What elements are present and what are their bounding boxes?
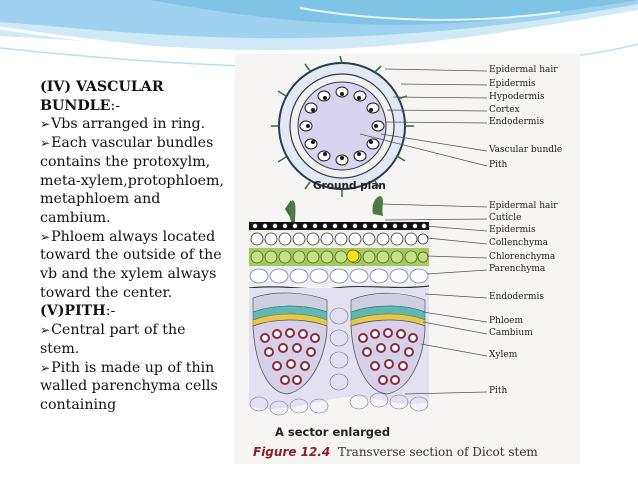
ground-plan-title: Ground plan	[313, 180, 386, 192]
label-endodermis-top: Endodermis	[489, 117, 544, 127]
label-collenchyma: Collenchyma	[489, 238, 549, 248]
figure-caption: Figure 12.4 Transverse section of Dicot …	[253, 445, 538, 459]
label-cortex: Cortex	[489, 105, 520, 115]
header-wave-banner	[0, 0, 638, 75]
label-pith-top: Pith	[489, 160, 508, 170]
label-cuticle: Cuticle	[489, 213, 522, 223]
sector-enlarged-diagram	[248, 196, 488, 416]
label-epidermal-hair-top: Epidermal hair	[489, 65, 558, 75]
figure-caption-text: Transverse section of Dicot stem	[337, 445, 538, 459]
bullet-vb-contents: Each vascular bundles contains the proto…	[40, 134, 228, 228]
dicot-stem-figure: Epidermal hair Epidermis Hypodermis Cort…	[235, 54, 580, 464]
label-epidermis-top: Epidermis	[489, 79, 536, 89]
bullet-vbs-ring: Vbs arranged in ring.	[40, 115, 228, 134]
label-hypodermis: Hypodermis	[489, 92, 545, 102]
label-pith-bottom: Pith	[489, 386, 508, 396]
ground-plan-diagram	[271, 55, 488, 197]
figure-number: Figure 12.4	[253, 445, 331, 459]
label-phloem: Phloem	[489, 316, 524, 326]
label-xylem: Xylem	[489, 350, 518, 360]
label-epidermis-bottom: Epidermis	[489, 225, 536, 235]
label-epidermal-hair-bottom: Epidermal hair	[489, 201, 558, 211]
dicot-stem-illustration	[248, 55, 488, 416]
sector-enlarged-title: A sector enlarged	[275, 425, 391, 439]
heading-pith: (V)PITH:-	[40, 303, 116, 320]
bullet-pith-cells: Pith is made up of thin walled parenchym…	[40, 359, 228, 415]
label-cambium: Cambium	[489, 328, 533, 338]
label-parenchyma: Parenchyma	[489, 264, 546, 274]
bullet-pith-central: Central part of the stem.	[40, 321, 228, 358]
label-chlorenchyma: Chlorenchyma	[489, 252, 556, 262]
label-vascular-bundle: Vascular bundle	[489, 145, 563, 155]
label-endodermis-bottom: Endodermis	[489, 292, 544, 302]
bullet-phloem-location: Phloem always located toward the outside…	[40, 228, 228, 303]
